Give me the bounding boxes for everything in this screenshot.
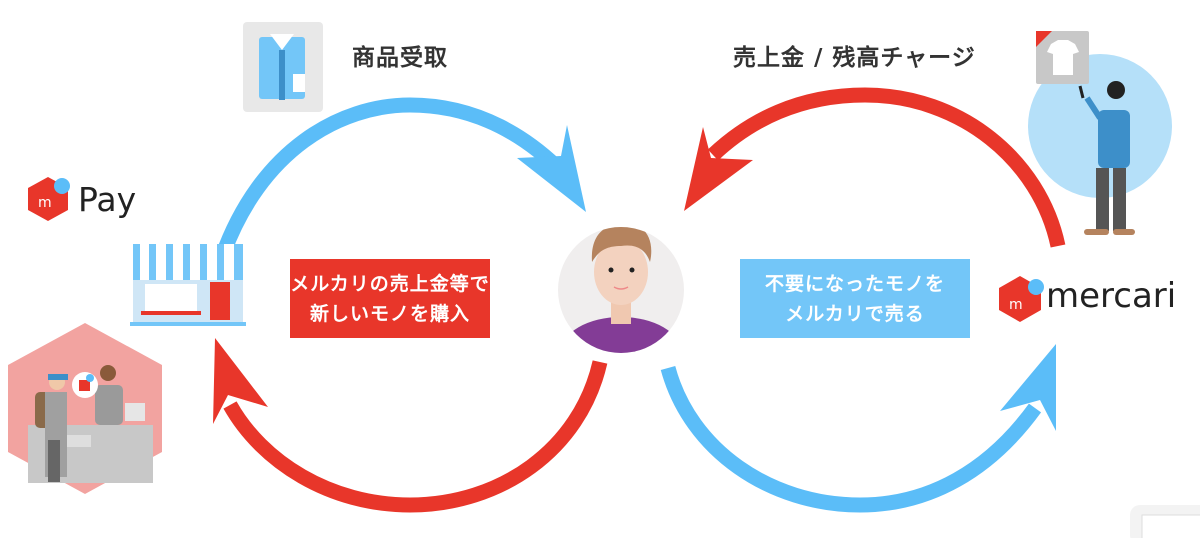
svg-text:m: m [1009, 297, 1023, 313]
buy-line-2: 新しいモノを購入 [309, 302, 470, 325]
sell-description-box: 不要になったモノを メルカリで売る [740, 259, 970, 338]
arrowhead-receive-goods [517, 125, 586, 212]
mercari-cube-logo: m [999, 276, 1044, 322]
sell-line-1: 不要になったモノを [764, 272, 945, 295]
arrow-sell [660, 365, 1042, 513]
thumbnail-card [1130, 505, 1200, 538]
arrow-receive-goods [214, 97, 568, 260]
svg-text:m: m [38, 195, 52, 211]
tshirt-sale-icon [1036, 31, 1089, 84]
buy-description-box: メルカリの売上金等で 新しいモノを購入 [290, 259, 490, 338]
sell-line-2: メルカリで売る [785, 302, 925, 325]
receive-goods-label: 商品受取 [352, 45, 448, 71]
merpay-cube-logo: m [28, 177, 70, 221]
shirt-icon [243, 22, 323, 112]
arrowhead-buy [213, 338, 268, 424]
user-avatar [558, 227, 684, 353]
payment-scene-illustration [8, 323, 162, 494]
mercari-logo-text: mercari [1046, 276, 1177, 316]
arrowhead-sell [1000, 344, 1056, 431]
arrow-sales-charge [707, 87, 1066, 248]
buy-line-1: メルカリの売上金等で [290, 272, 490, 295]
arrow-buy [223, 360, 608, 513]
sales-charge-label: 売上金 / 残高チャージ [733, 45, 976, 71]
arrowhead-sales-charge [684, 127, 753, 211]
store-icon [130, 244, 246, 326]
pay-logo-text: Pay [78, 180, 137, 219]
seller-illustration [1028, 54, 1172, 235]
